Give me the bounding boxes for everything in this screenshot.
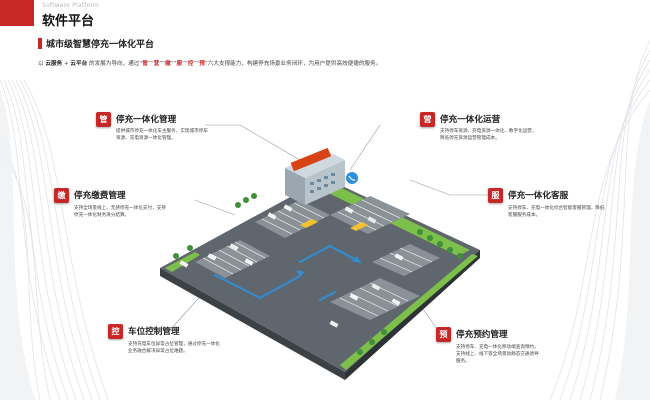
section-title: 城市级智慧停充一体化平台 [46, 40, 155, 50]
control-center-building [285, 147, 345, 205]
manage-title: 停充一体化管理 [116, 115, 177, 125]
intro-text: 以 云服务 + 云平台 的发展为导向，通过“管”“营”“缴”“服”“控”“预”六… [38, 61, 382, 67]
control-badge: 控 [108, 324, 123, 339]
reserve-badge: 预 [436, 327, 451, 342]
service-title: 停充一体化客服 [508, 191, 569, 201]
reserve-title: 停充预约管理 [456, 330, 508, 340]
manage-desc: 提供城市停充一体化车主服务，实现城市停车资源、充电资源一体化管理。 [116, 129, 208, 141]
leader-line-service [409, 179, 488, 196]
operate-desc: 支持停车资源、充电资源一体化、数字化运营，降低停充资源运营管理成本。 [440, 129, 537, 141]
operate-title: 停充一体化运营 [440, 115, 501, 125]
header-bar [34, 0, 650, 26]
operate-badge: 营 [420, 112, 435, 127]
control-title: 车位控制管理 [128, 327, 180, 337]
service-badge: 服 [488, 188, 503, 203]
header-subtitle: Software Platform [42, 2, 100, 9]
pay-desc: 支持全场景线上、无感停充一体化支付，支持停充一体化财务清分结算。 [74, 206, 166, 218]
control-desc: 支持充电车位异常占位管理，通过停充一体化业务融合解决异常占位难题。 [128, 342, 220, 354]
phone-icon [346, 172, 358, 184]
page-title: 软件平台 [42, 14, 95, 29]
leader-line-manage [205, 124, 301, 161]
leader-line-pay [194, 199, 236, 216]
section-marker [38, 38, 42, 49]
service-desc: 支持停车、充电一体化综合智能客服管理，降低客服服务成本。 [508, 206, 605, 218]
pay-badge: 缴 [54, 188, 69, 203]
pay-title: 停充缴费管理 [74, 191, 126, 201]
reserve-desc: 支持停车、充电一体化移动端查询预约，支持线上、线下等全场景动静态交通诱导服务。 [456, 345, 539, 364]
manage-badge: 管 [96, 112, 111, 127]
leader-line-operate [349, 124, 381, 171]
